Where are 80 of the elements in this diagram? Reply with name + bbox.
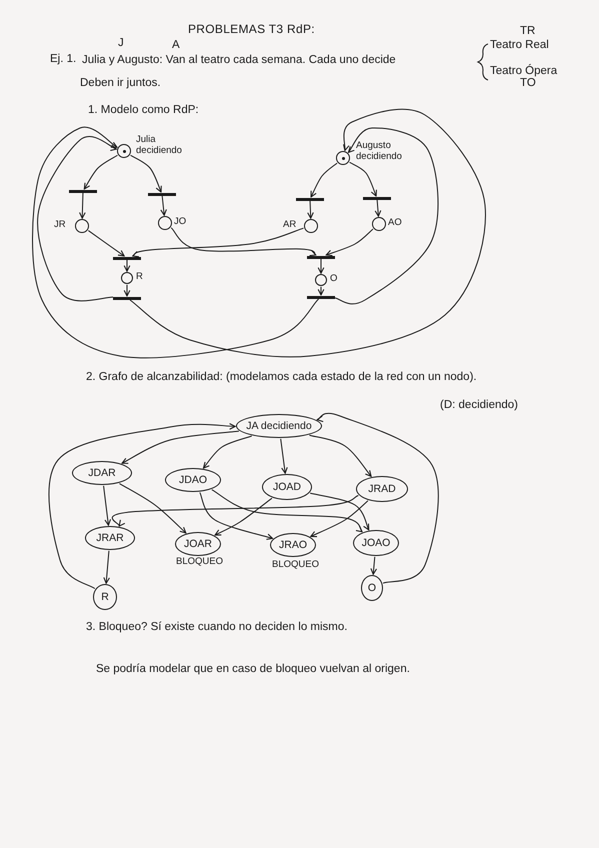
arrow [310,162,338,198]
arrow [132,228,304,257]
arrow [122,430,240,464]
arrow [88,230,125,257]
state-ellipse: JOAD [262,474,312,500]
state-ellipse: JOAR [175,532,221,556]
arrow [316,412,439,584]
arrow [310,492,370,530]
state-ellipse: JOAO [353,530,399,556]
arrow [118,483,186,534]
arrow [374,200,382,217]
arrow [318,258,324,274]
arrow [32,126,320,358]
state-ellipse: JRAR [85,526,135,550]
arrow [310,500,368,538]
note-text: Teatro Real [490,38,550,52]
arrow [349,162,378,197]
note-text: A [172,38,181,52]
state-ellipse: JDAR [72,461,132,485]
arrow [280,438,288,474]
arrow [103,550,110,584]
transition-bar [363,196,391,200]
note-text: Deben ir juntos. [80,76,162,90]
arrow [124,260,130,272]
arrow [308,434,372,477]
arrow [211,489,363,532]
node-label: Augusto decidiendo [356,140,403,162]
arrow [84,154,118,190]
transition-bar [307,256,335,258]
arrow [318,286,324,296]
node-label: JO [174,216,188,227]
note-text: Teatro Ópera [490,64,558,78]
node-label: Julia decidiendo [136,134,183,156]
transition-bar [69,190,97,192]
state-ellipse: JRAO [270,533,316,557]
arrow [170,227,316,256]
arrow [103,485,112,526]
node-label: O [330,273,338,284]
node-label: AO [388,217,403,228]
transition-bar [113,256,141,260]
arrow [124,284,130,297]
arrow [307,200,314,219]
transition-bar [307,296,335,298]
node-label: BLOQUEO [176,556,224,567]
note-text: TO [520,76,537,90]
note-text: Ej. 1. [50,52,78,66]
arrow [334,128,438,304]
note-text: TR [520,24,536,38]
title: PROBLEMAS T3 RdP: [188,21,315,38]
arrow [202,436,252,469]
arrow [112,494,359,527]
arrow [160,196,167,216]
arrow [130,108,486,358]
arrow [48,422,236,590]
node-label: BLOQUEO [272,559,320,570]
arrow [130,154,162,193]
arrow [37,136,117,302]
arrow [199,492,274,540]
note-text: J [118,36,125,50]
note-text: Julia y Augusto: Van al teatro cada semana. Cada uno decide [82,53,397,67]
note-text: 1. Modelo como RdP: [88,103,200,117]
state-ellipse: JA decidiendo [236,414,322,438]
state-ellipse: JRAD [356,476,408,502]
node-label: JR [54,219,67,230]
arrow [326,228,374,256]
note-text: (D: decidiendo) [440,398,519,412]
transition-bar [148,192,176,196]
arrow [214,498,272,536]
note-text: Se podría modelar que en caso de bloqueo vuelvan al origen. [96,662,411,676]
note-text: 2. Grafo de alcanzabilidad: (modelamos cada estado de la red con un nodo). [86,370,478,384]
node-label: R [136,271,144,282]
note-text: 3. Bloqueo? Sí existe cuando no deciden lo mismo. [86,620,348,634]
arrow [79,192,86,219]
transition-bar [296,198,324,200]
state-ellipse: O [361,575,383,601]
node-label: AR [283,219,298,230]
state-ellipse: JDAO [165,468,221,492]
arrow [370,556,378,575]
state-ellipse: R [93,584,117,610]
transition-bar [113,296,141,300]
